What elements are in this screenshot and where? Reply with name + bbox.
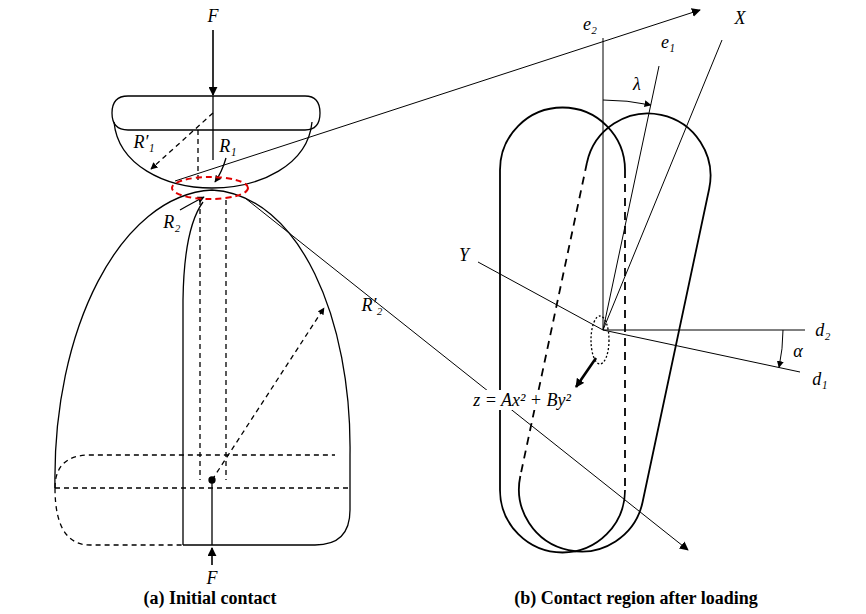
force-label: F bbox=[207, 569, 218, 587]
section-line bbox=[212, 96, 213, 160]
axis-line bbox=[603, 330, 805, 331]
axis-line bbox=[603, 66, 659, 330]
axis-label: d₂ bbox=[815, 321, 830, 339]
hidden-line bbox=[197, 130, 198, 183]
lower-body-dome bbox=[55, 190, 350, 545]
contact-outline bbox=[520, 163, 587, 476]
force-arrow bbox=[212, 30, 214, 95]
hidden-line bbox=[55, 488, 183, 545]
axis-line bbox=[603, 330, 800, 372]
upper-body-slab bbox=[112, 96, 320, 130]
zoom-line bbox=[175, 10, 700, 181]
contact-zone bbox=[172, 177, 248, 199]
angle-label: λ bbox=[633, 75, 641, 93]
axis-label: e₁ bbox=[661, 33, 675, 51]
force-label: F bbox=[208, 7, 219, 25]
hidden-line bbox=[199, 200, 200, 480]
hidden-line bbox=[225, 200, 226, 480]
axis-line bbox=[603, 40, 722, 330]
hidden-line bbox=[55, 455, 335, 488]
radius-label: R₁ bbox=[219, 137, 236, 155]
zoom-line bbox=[245, 198, 688, 550]
axis-line bbox=[478, 262, 603, 330]
radius-arrow bbox=[151, 113, 213, 169]
equation-label: z = Ax² + By² bbox=[470, 390, 574, 410]
angle-arc bbox=[779, 330, 783, 367]
force-arrow bbox=[211, 548, 213, 565]
section-line bbox=[211, 480, 212, 545]
radius-label: R₂ bbox=[163, 213, 180, 231]
axis-label: Y bbox=[459, 246, 469, 264]
hidden-line bbox=[55, 487, 350, 488]
radius-label: R′₂ bbox=[361, 296, 382, 314]
angle-arc bbox=[603, 100, 651, 105]
axis-label: X bbox=[735, 9, 746, 27]
radius-label: R′₁ bbox=[133, 133, 154, 151]
subfigure-caption: (b) Contact region after loading bbox=[514, 589, 757, 607]
radius-arrow bbox=[212, 308, 324, 480]
axis-line bbox=[603, 38, 604, 330]
axis-label: d₁ bbox=[812, 370, 827, 388]
angle-label: α bbox=[793, 342, 802, 360]
axis-label: e₂ bbox=[583, 15, 597, 33]
subfigure-caption: (a) Initial contact bbox=[144, 589, 277, 607]
contact-ellipse bbox=[591, 316, 609, 364]
pointer-arrow bbox=[576, 358, 596, 387]
